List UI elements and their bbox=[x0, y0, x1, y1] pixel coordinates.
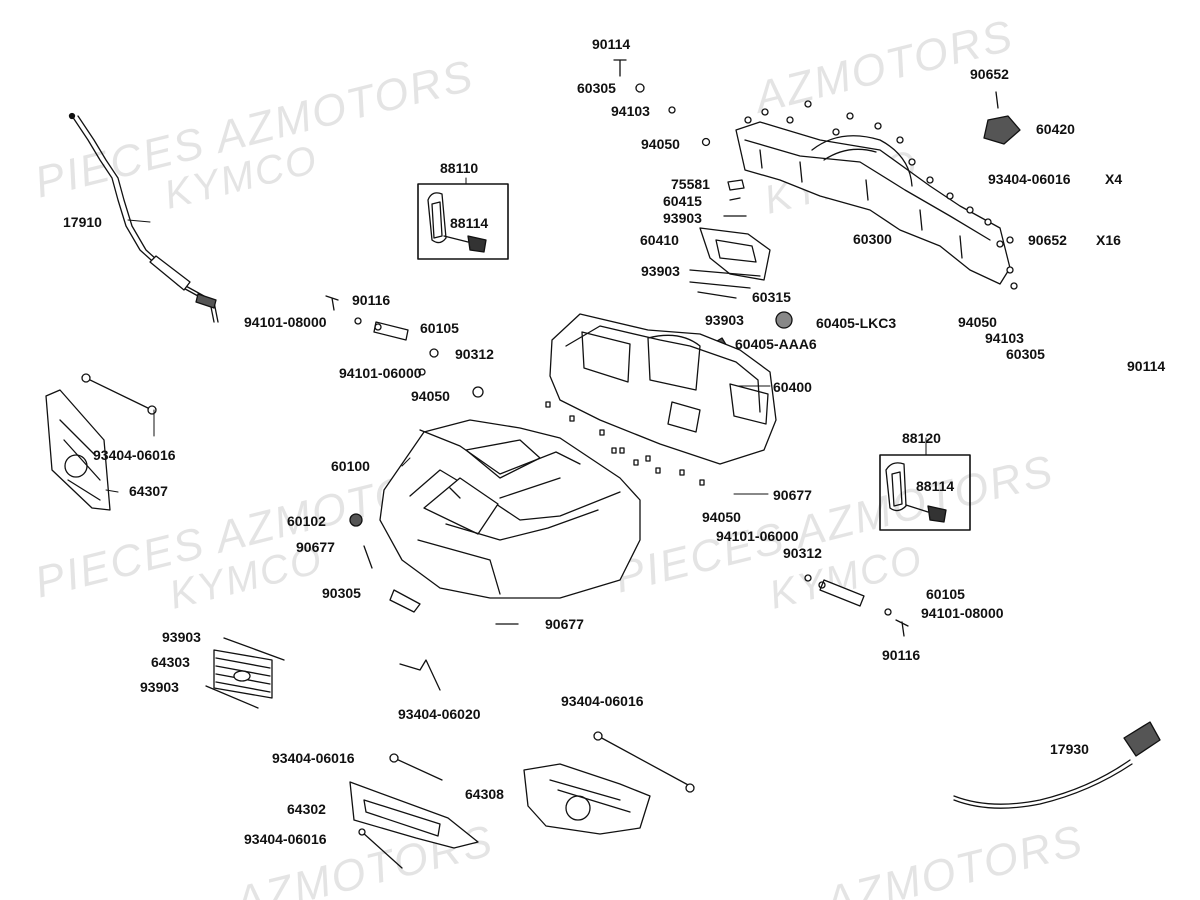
part-label: 88120 bbox=[902, 430, 941, 446]
part-label: 60420 bbox=[1036, 121, 1075, 137]
part-label: 90677 bbox=[773, 487, 812, 503]
part-label: 94101-06000 bbox=[716, 528, 799, 544]
part-label: 60405-LKC3 bbox=[816, 315, 897, 331]
part-label: 60102 bbox=[287, 513, 326, 529]
part-label: 90677 bbox=[296, 539, 335, 555]
part-label: 17910 bbox=[63, 214, 102, 230]
part-label: 60415 bbox=[663, 193, 702, 209]
front-hood-60100 bbox=[379, 419, 641, 599]
part-label: 90652 bbox=[1028, 232, 1067, 248]
part-label: 60400 bbox=[773, 379, 812, 395]
part-label: 90116 bbox=[882, 647, 921, 663]
part-label: 88114 bbox=[916, 478, 955, 494]
part-label: 94050 bbox=[411, 388, 450, 404]
part-label: 64303 bbox=[151, 654, 190, 670]
part-label: 94101-06000 bbox=[339, 365, 422, 381]
part-label: 93903 bbox=[162, 629, 201, 645]
part-label: 94103 bbox=[985, 330, 1024, 346]
lower-grille-64302 bbox=[349, 781, 479, 849]
headlight-64307 bbox=[45, 389, 111, 511]
part-label: 64308 bbox=[465, 786, 504, 802]
part-label: 93903 bbox=[140, 679, 179, 695]
part-label: 90677 bbox=[545, 616, 584, 632]
mirror-box-88110 bbox=[417, 183, 509, 260]
part-label: 90652 bbox=[970, 66, 1009, 82]
part-label: 90114 bbox=[592, 36, 631, 52]
part-label: 94050 bbox=[958, 314, 997, 330]
dashboard-60400 bbox=[549, 313, 777, 465]
part-label: 93404-06016 bbox=[244, 831, 327, 847]
part-label: 60405-AAA6 bbox=[735, 336, 817, 352]
part-label: 94101-08000 bbox=[244, 314, 327, 330]
part-label: 93404-06016 bbox=[988, 171, 1071, 187]
part-label: 60105 bbox=[926, 586, 965, 602]
part-label: 93903 bbox=[641, 263, 680, 279]
bracket-60410 bbox=[699, 227, 771, 281]
part-label: 60410 bbox=[640, 232, 679, 248]
part-label: 93404-06020 bbox=[398, 706, 481, 722]
part-label: 90116 bbox=[352, 292, 391, 308]
part-label: 94101-08000 bbox=[921, 605, 1004, 621]
fasteners bbox=[744, 100, 1018, 290]
part-label: 90312 bbox=[783, 545, 822, 561]
quantity-label: X16 bbox=[1096, 232, 1121, 248]
headlight-64308 bbox=[523, 763, 651, 835]
part-label: 94103 bbox=[611, 103, 650, 119]
part-label: 60305 bbox=[1006, 346, 1045, 362]
mirror-box-88120 bbox=[879, 454, 971, 531]
part-label: 60315 bbox=[752, 289, 791, 305]
part-label: 93903 bbox=[663, 210, 702, 226]
part-label: 60305 bbox=[577, 80, 616, 96]
part-label: 93404-06016 bbox=[561, 693, 644, 709]
part-label: 94050 bbox=[641, 136, 680, 152]
part-label: 60105 bbox=[420, 320, 459, 336]
part-label: 94050 bbox=[702, 509, 741, 525]
cable-17910 bbox=[68, 112, 219, 323]
part-label: 90312 bbox=[455, 346, 494, 362]
part-label: 64307 bbox=[129, 483, 168, 499]
quantity-label: X4 bbox=[1105, 171, 1123, 187]
part-label: 93903 bbox=[705, 312, 744, 328]
part-label: 93404-06016 bbox=[93, 447, 176, 463]
part-label: 60100 bbox=[331, 458, 370, 474]
part-label: 17930 bbox=[1050, 741, 1089, 757]
part-label: 88114 bbox=[450, 215, 489, 231]
part-label: 88110 bbox=[440, 160, 479, 176]
grille-64303 bbox=[213, 649, 273, 699]
part-label: 93404-06016 bbox=[272, 750, 355, 766]
part-label: 75581 bbox=[671, 176, 710, 192]
part-label: 90305 bbox=[322, 585, 361, 601]
rear-cowl-60300 bbox=[735, 121, 1011, 285]
part-label: 60300 bbox=[853, 231, 892, 247]
part-label: 90114 bbox=[1127, 358, 1166, 374]
part-label: 64302 bbox=[287, 801, 326, 817]
cable-17930 bbox=[953, 721, 1161, 809]
